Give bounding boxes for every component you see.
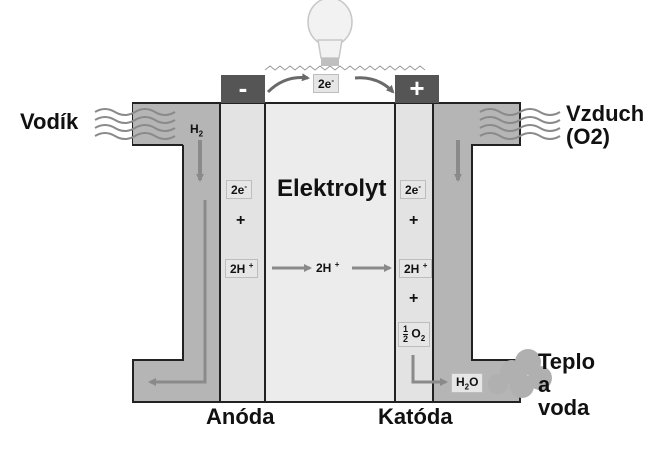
cathode-gas-channel — [432, 102, 521, 403]
hydrogen-label: Vodík — [20, 109, 79, 134]
cathode-label: Katóda — [378, 404, 453, 429]
light-bulb-icon — [307, 0, 353, 66]
water-tag: H2O — [451, 373, 484, 394]
anode-label: Anóda — [206, 404, 275, 429]
cathode-plus-2: + — [409, 290, 419, 307]
circuit-arrow-left — [266, 73, 310, 94]
anode-exhaust-arrow — [148, 200, 207, 386]
anode-gas-channel — [132, 102, 221, 403]
hydrogen-flow-lines — [94, 108, 176, 140]
electrolyte-layer — [264, 102, 396, 403]
heat-water-label: Teplo a voda — [538, 349, 596, 421]
electrolyte-label: Elektrolyt — [277, 175, 387, 202]
steam-cloud-icon — [488, 349, 552, 398]
cathode-plus-1: + — [409, 212, 419, 229]
anode-electrons-tag: 2e- — [226, 180, 253, 199]
electrolyte-protons-label: 2H + — [316, 260, 340, 275]
cathode-protons-tag: 2H + — [399, 259, 433, 278]
anode-protons-tag: 2H + — [225, 259, 259, 278]
water-out-arrow — [411, 355, 448, 386]
cathode-oxygen-tag: 1 2 O2 — [398, 322, 431, 347]
negative-terminal: - — [221, 75, 265, 103]
circuit-wire — [264, 65, 346, 71]
anode-plus: + — [236, 212, 246, 229]
anode-electrode — [219, 102, 266, 403]
positive-terminal: + — [395, 75, 439, 103]
air-label: Vzduch (O2) — [566, 101, 645, 150]
circuit-electrons-tag: 2e- — [313, 74, 340, 93]
one-half-fraction: 1 2 — [403, 324, 409, 344]
air-flow-lines — [479, 108, 561, 140]
anode-h2-label: H2 — [190, 122, 204, 139]
circuit-arrow-right — [354, 76, 395, 94]
cathode-electrons-tag: 2e- — [400, 180, 427, 199]
